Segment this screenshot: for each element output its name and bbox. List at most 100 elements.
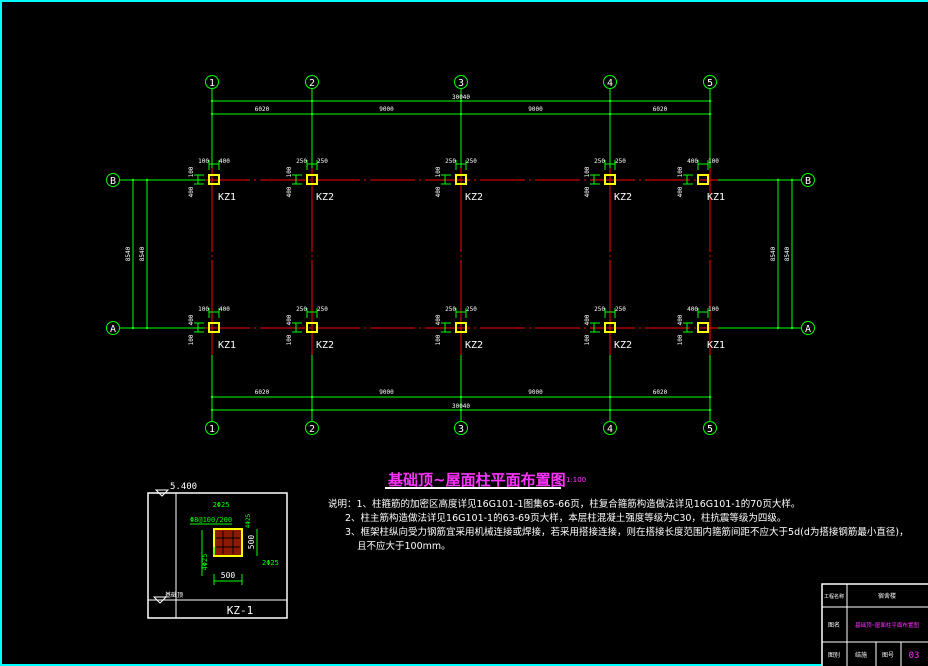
bottom-dim-tick (210, 408, 214, 412)
top-dim-tick (310, 112, 314, 116)
column-label: KZ1 (218, 192, 236, 203)
column-dim-y-top: 100 (677, 166, 684, 177)
top-dim-tick (310, 99, 314, 103)
bottom-dim-tick (608, 395, 612, 399)
elevation-marker-icon (152, 596, 168, 604)
axis-left-B-bubble (106, 173, 120, 187)
top-dim-tick (210, 112, 214, 116)
project-value: 宿舍楼 (878, 592, 896, 600)
axis-right-B-label: B (805, 176, 811, 187)
bottom-dim-tick (310, 408, 314, 412)
axis-bottom-5-bubble (703, 421, 717, 435)
column-dim-y-bottom: 100 (286, 334, 293, 345)
note-line-2: 2、柱主筋构造做法详见16G101-1的63-69页大样，本层柱混凝土强度等级为… (345, 513, 787, 524)
axis-top-3-label: 3 (458, 78, 464, 89)
top-dim-span-text: 6020 (653, 106, 668, 113)
column-KZ1 (697, 322, 709, 333)
note-line-1: 说明：1、柱箍筋的加密区高度详见16G101-1图集65-66页，柱复合箍筋构造… (328, 499, 801, 510)
category-value: 结施 (855, 651, 867, 659)
top-dim-tick (608, 112, 612, 116)
column-dim-x-right: 100 (708, 306, 719, 313)
axis-bottom-3-label: 3 (458, 424, 464, 435)
axis-top-5-bubble (703, 75, 717, 89)
right-dim-tick (776, 178, 780, 182)
axis-bottom-1-bubble (205, 421, 219, 435)
axis-top-1-label: 1 (209, 78, 215, 89)
bottom-dim-total-text: 30040 (452, 403, 470, 410)
column-label: KZ2 (465, 340, 483, 351)
column-dim-x-right: 250 (466, 306, 477, 313)
axis-bottom-3-bubble (454, 421, 468, 435)
column-dim-y-bottom: 400 (188, 186, 195, 197)
axis-bottom-4-label: 4 (607, 424, 613, 435)
column-dim-y-top: 400 (188, 314, 195, 325)
column-label: KZ2 (614, 340, 632, 351)
column-dim-y-top: 100 (188, 166, 195, 177)
column-label: KZ2 (614, 192, 632, 203)
bottom-dim-tick (310, 395, 314, 399)
note-line-4: 且不应大于100mm。 (357, 541, 451, 552)
column-dim-x-left: 250 (594, 306, 605, 313)
column-dim-x-right: 400 (219, 158, 230, 165)
column-dim-y-bottom: 100 (188, 334, 195, 345)
top-dim-tick (459, 112, 463, 116)
column-dim-x-right: 250 (615, 306, 626, 313)
column-dim-y-bottom: 400 (286, 186, 293, 197)
column-dim-y-top: 100 (584, 166, 591, 177)
axis-bottom-5-label: 5 (707, 424, 713, 435)
left-dim-tick (145, 326, 149, 330)
bottom-dim-tick (708, 408, 712, 412)
right-dim-text: 8540 (770, 246, 777, 261)
column-dim-y-bottom: 100 (677, 334, 684, 345)
top-dim-tick (608, 99, 612, 103)
column-dim-x-right: 250 (317, 158, 328, 165)
column-dim-x-right: 400 (219, 306, 230, 313)
bottom-dim-span-text: 6020 (255, 389, 270, 396)
drawing-name-value: 基础顶~屋面柱平面布置图 (855, 621, 919, 629)
top-dim-total-text: 30040 (452, 94, 470, 101)
column-label: KZ1 (707, 192, 725, 203)
column-KZ1 (208, 174, 220, 185)
detail-rebar-side-top: 2Φ25 (213, 501, 230, 509)
axis-top-4-bubble (603, 75, 617, 89)
column-dim-x-left: 250 (445, 306, 456, 313)
axis-top-3-bubble (454, 75, 468, 89)
axis-left-A-bubble (106, 321, 120, 335)
left-dim-tick (131, 178, 135, 182)
title-block (821, 583, 928, 666)
axis-left-A-label: A (110, 324, 116, 335)
detail-stirrup-text: Φ8@100/200 (190, 516, 232, 524)
detail-rebar-corner-top: 4Φ25 (245, 513, 252, 528)
column-label: KZ2 (316, 340, 334, 351)
column-dim-y-bottom: 100 (584, 334, 591, 345)
column-KZ2 (455, 174, 467, 185)
column-dim-x-left: 250 (296, 158, 307, 165)
axis-right-A-label: A (805, 324, 811, 335)
column-dim-y-top: 400 (677, 314, 684, 325)
top-dim-tick (210, 99, 214, 103)
axis-bottom-2-label: 2 (309, 424, 315, 435)
top-dim-span-text: 6020 (255, 106, 270, 113)
bottom-dim-span-text: 9000 (528, 389, 543, 396)
column-dim-y-bottom: 400 (435, 186, 442, 197)
axis-top-2-label: 2 (309, 78, 315, 89)
detail-column-section (213, 528, 243, 557)
axis-right-A-bubble (801, 321, 815, 335)
axis-top-4-label: 4 (607, 78, 613, 89)
column-dim-y-top: 100 (286, 166, 293, 177)
title-underline (385, 487, 561, 489)
note-line-3: 3、框架柱纵向受力钢筋宜采用机械连接或焊接，若采用搭接连接，则在搭接长度范围内箍… (345, 527, 909, 538)
axis-left-B-label: B (110, 176, 116, 187)
bottom-dim-tick (708, 395, 712, 399)
column-dim-x-left: 250 (594, 158, 605, 165)
column-dim-x-left: 250 (296, 306, 307, 313)
number-label: 图号 (882, 652, 894, 659)
bottom-dim-span-text: 6020 (653, 389, 668, 396)
detail-width-text: 500 (221, 571, 236, 580)
detail-height-text: 500 (247, 535, 256, 550)
elevation-marker-icon (154, 489, 170, 497)
column-KZ2 (604, 174, 616, 185)
column-KZ2 (604, 322, 616, 333)
